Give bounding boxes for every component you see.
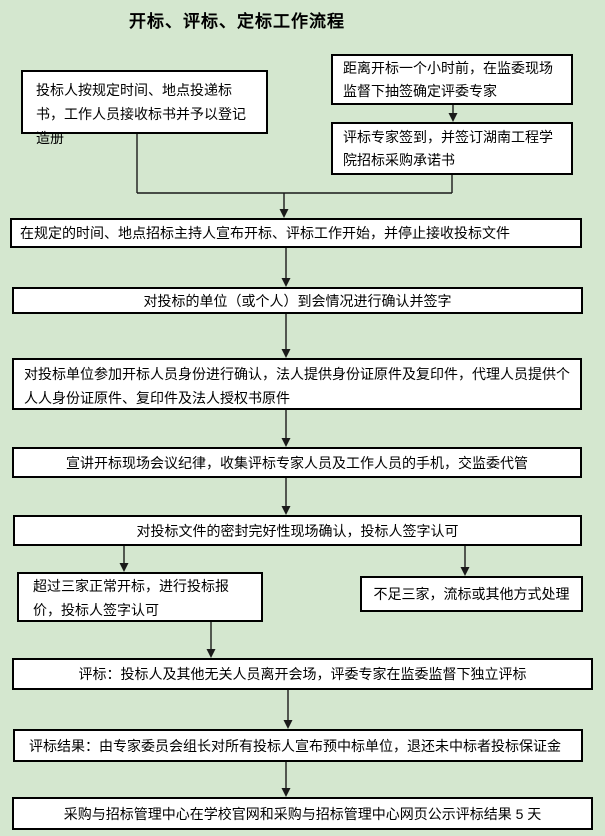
- arrowhead-discipline-to-sealing: [281, 506, 291, 515]
- flow-step-meeting-discipline: 宣讲开标现场会议纪律，收集评标专家人员及工作人员的手机，交监委代管: [12, 447, 582, 478]
- flow-step-evaluation-result: 评标结果：由专家委员会组长对所有投标人宣布预中标单位，退还未中标者投标保证金: [13, 729, 583, 762]
- flow-step-publicity: 采购与招标管理中心在学校官网和采购与招标管理中心网页公示评标结果 5 天: [12, 797, 593, 830]
- flow-step-draw-experts: 距离开标一个小时前，在监委现场监督下抽签确定评委专家: [331, 54, 573, 105]
- arrowhead-threemore-to-evaluation: [206, 649, 216, 658]
- arrowhead-draw-to-signin: [448, 113, 458, 122]
- flow-step-announce-opening: 在规定的时间、地点招标主持人宣布开标、评标工作开始，并停止接收投标文件: [10, 218, 582, 248]
- arrowhead-announce-to-attendance: [281, 278, 291, 287]
- arrowhead-result-to-publicity: [281, 788, 291, 797]
- arrowhead-evaluation-to-result: [283, 720, 293, 729]
- arrowhead-attendance-to-identity: [281, 349, 291, 358]
- page-title: 开标、评标、定标工作流程: [129, 12, 345, 31]
- flow-step-confirm-attendance: 对投标的单位（或个人）到会情况进行确认并签字: [12, 287, 583, 314]
- flow-step-submit-bids: 投标人按规定时间、地点投递标书，工作人员接收标书并予以登记造册: [21, 70, 268, 146]
- arrowhead-identity-to-discipline: [281, 438, 291, 447]
- flow-step-less-than-three: 不足三家，流标或其他方式处理: [360, 576, 583, 612]
- flow-step-expert-signin: 评标专家签到，并签订湖南工程学院招标采购承诺书: [331, 122, 573, 175]
- arrowhead-merge-to-announce: [279, 209, 289, 218]
- arrowhead-sealing-to-threemore: [119, 563, 129, 572]
- arrowhead-sealing-to-lessthree: [460, 567, 470, 576]
- flow-step-evaluation: 评标：投标人及其他无关人员离开会场，评委专家在监委监督下独立评标: [12, 658, 593, 690]
- flow-step-confirm-sealing: 对投标文件的密封完好性现场确认，投标人签字认可: [13, 515, 582, 546]
- flow-step-three-or-more: 超过三家正常开标，进行投标报价，投标人签字认可: [17, 572, 263, 622]
- flow-step-verify-identity: 对投标单位参加开标人员身份进行确认，法人提供身份证原件及复印件，代理人员提供个人…: [12, 358, 582, 410]
